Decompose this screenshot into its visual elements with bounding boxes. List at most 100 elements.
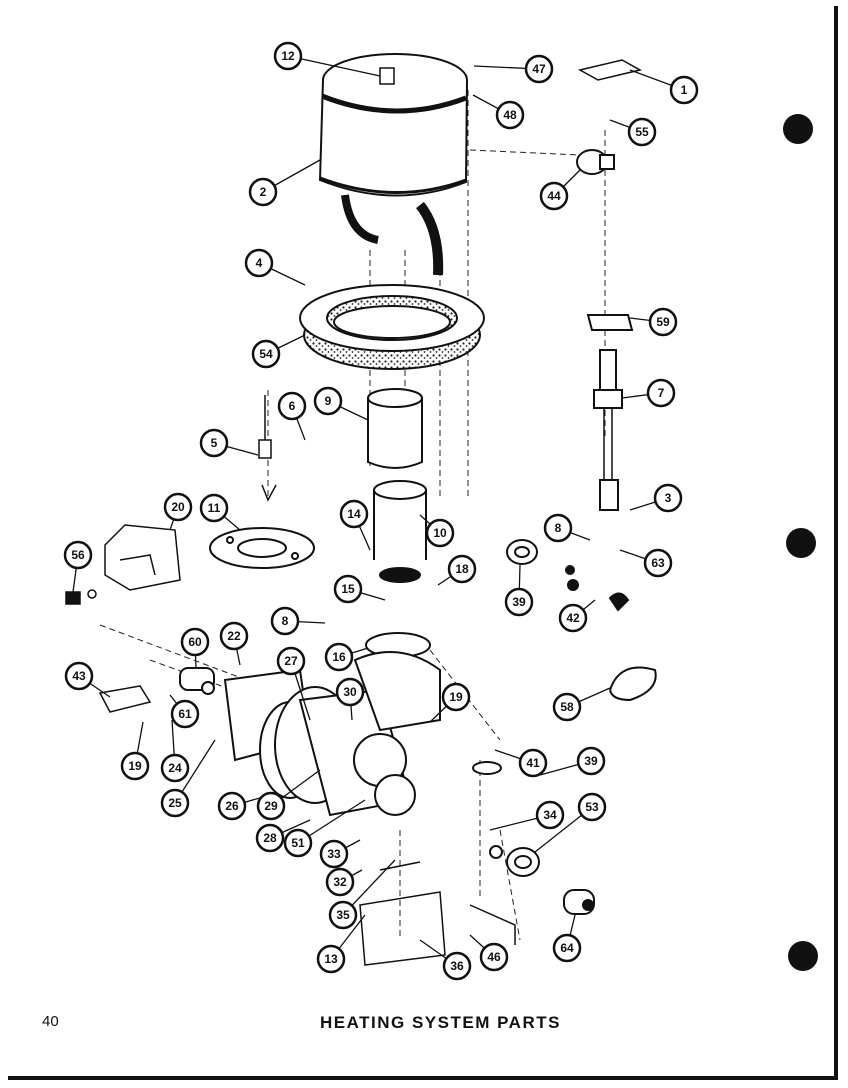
callout-number: 25 xyxy=(168,796,182,810)
callout-circle xyxy=(64,661,94,691)
callout-number: 36 xyxy=(450,959,464,973)
callout-number: 12 xyxy=(281,49,295,63)
callout-16: 16 xyxy=(324,642,369,672)
callout-circle xyxy=(543,513,573,543)
callout-circle xyxy=(504,587,534,617)
callout-number: 27 xyxy=(284,654,298,668)
lower-ring xyxy=(472,761,502,775)
callout-number: 61 xyxy=(178,707,192,721)
callout-circle xyxy=(199,428,229,458)
retaining-clip xyxy=(609,666,657,702)
callout-circle xyxy=(447,554,477,584)
callout-19: 19 xyxy=(120,721,150,781)
callout-circle xyxy=(552,692,582,722)
callout-2: 2 xyxy=(248,159,321,207)
callout-circle xyxy=(276,646,306,676)
callout-number: 18 xyxy=(455,562,469,576)
callout-number: 3 xyxy=(665,491,672,505)
end-cap xyxy=(563,889,595,915)
callout-number: 47 xyxy=(532,62,546,76)
binder-hole-top xyxy=(783,114,813,144)
callout-circle xyxy=(316,944,346,974)
callout-number: 48 xyxy=(503,108,517,122)
callout-circle xyxy=(248,177,278,207)
callout-48: 48 xyxy=(472,94,525,130)
callout-circle xyxy=(313,386,343,416)
callout-number: 9 xyxy=(325,394,332,408)
callout-circle xyxy=(653,483,683,513)
callout-circle xyxy=(669,75,699,105)
callout-circle xyxy=(160,753,190,783)
callout-circle xyxy=(251,339,281,369)
callout-number: 39 xyxy=(512,595,526,609)
callout-58: 58 xyxy=(552,687,611,722)
callout-circle xyxy=(217,791,247,821)
page-border xyxy=(8,6,838,1080)
callout-44: 44 xyxy=(539,169,581,211)
callout-circle xyxy=(270,606,300,636)
callout-number: 34 xyxy=(543,808,557,822)
callout-51: 51 xyxy=(283,799,366,858)
callout-circle xyxy=(524,54,554,84)
callout-circle xyxy=(339,499,369,529)
lower-collar xyxy=(489,845,540,877)
callout-5: 5 xyxy=(199,428,259,458)
callout-number: 41 xyxy=(526,756,540,770)
callout-circle xyxy=(219,621,249,651)
callout-circle xyxy=(441,682,471,712)
callout-number: 56 xyxy=(71,548,85,562)
callout-number: 35 xyxy=(336,908,350,922)
burner-tube xyxy=(373,480,427,583)
callout-circle xyxy=(244,248,274,278)
callout-circle xyxy=(180,627,210,657)
callout-number: 54 xyxy=(259,347,273,361)
callout-number: 2 xyxy=(260,185,267,199)
callout-4: 4 xyxy=(244,248,306,286)
callout-circle xyxy=(199,493,229,523)
callout-number: 1 xyxy=(681,83,688,97)
callout-circle xyxy=(335,677,365,707)
callout-circle xyxy=(558,603,588,633)
callout-number: 6 xyxy=(289,399,296,413)
callout-number: 63 xyxy=(651,556,665,570)
callout-circle xyxy=(324,642,354,672)
callout-39: 39 xyxy=(504,564,534,617)
callout-number: 42 xyxy=(566,611,580,625)
callout-circle xyxy=(170,699,200,729)
callout-number: 32 xyxy=(333,875,347,889)
callout-circle xyxy=(479,942,509,972)
callout-54: 54 xyxy=(251,334,306,369)
callout-circle xyxy=(425,518,455,548)
callout-39: 39 xyxy=(539,746,606,776)
page-number: 40 xyxy=(42,1013,59,1030)
combustion-tube xyxy=(367,388,423,469)
callout-18: 18 xyxy=(437,554,477,586)
callout-circle xyxy=(518,748,548,778)
callout-25: 25 xyxy=(160,739,216,818)
callout-number: 51 xyxy=(291,836,305,850)
mounting-plate xyxy=(98,685,152,713)
callout-circle xyxy=(535,800,565,830)
callout-29: 29 xyxy=(256,769,321,821)
callout-63: 63 xyxy=(619,548,673,578)
callout-number: 11 xyxy=(208,501,221,515)
callout-circle xyxy=(255,823,285,853)
callout-36: 36 xyxy=(419,939,472,981)
thermocouple-assembly xyxy=(586,314,634,511)
callout-number: 19 xyxy=(128,759,142,773)
callout-number: 30 xyxy=(343,685,357,699)
callout-8: 8 xyxy=(270,606,326,636)
callout-number: 8 xyxy=(555,521,562,535)
callout-circle xyxy=(627,117,657,147)
callout-circle xyxy=(648,307,678,337)
page-title: HEATING SYSTEM PARTS xyxy=(320,1013,561,1032)
callout-circle xyxy=(273,41,303,71)
callout-circle xyxy=(319,839,349,869)
callout-number: 60 xyxy=(188,635,202,649)
callout-10: 10 xyxy=(419,514,455,548)
callout-22: 22 xyxy=(219,621,249,666)
binder-hole-bottom xyxy=(788,941,818,971)
callout-32: 32 xyxy=(325,867,363,897)
callout-circle xyxy=(63,540,93,570)
